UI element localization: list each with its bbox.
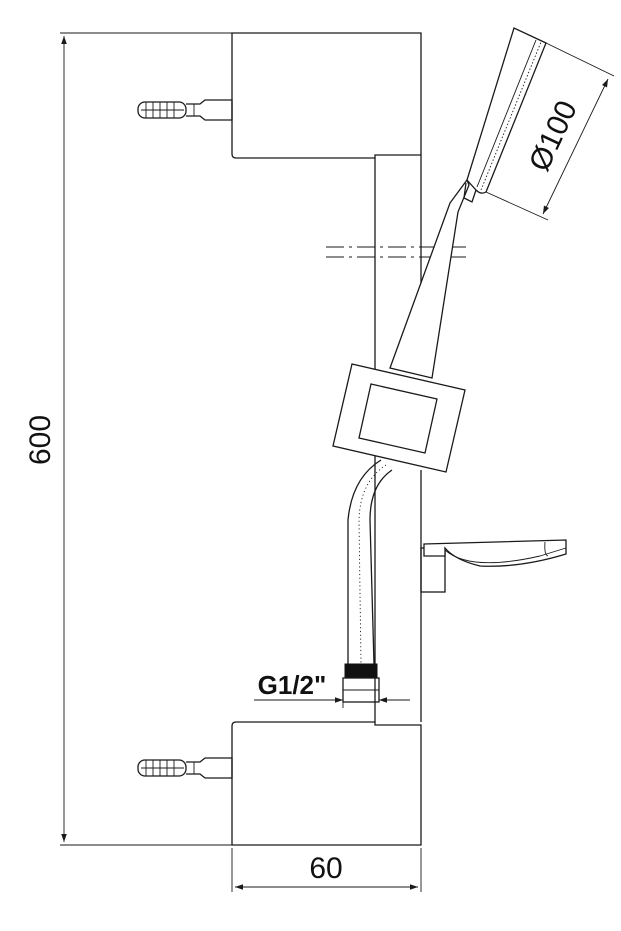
width-dimension: 60 bbox=[231, 848, 422, 892]
soap-dish bbox=[420, 539, 567, 593]
hose-right-edge bbox=[369, 469, 393, 665]
diameter-extension-line-bottom bbox=[485, 191, 549, 221]
soap-dish-lip bbox=[544, 541, 549, 557]
connector-nut bbox=[344, 663, 378, 679]
head-diameter-label: Ø100 bbox=[523, 96, 584, 176]
height-dimension: 600 bbox=[24, 32, 232, 846]
soap-dish-curve bbox=[444, 547, 567, 564]
bottom-bracket-body bbox=[231, 721, 422, 846]
top-bracket-body bbox=[231, 32, 422, 159]
height-dimension-label: 600 bbox=[24, 415, 57, 465]
thread-dimension: G1/2" bbox=[254, 670, 410, 708]
hand-shower-handle bbox=[389, 178, 470, 379]
bottom-wall-anchor-icon bbox=[137, 757, 233, 779]
hose-left-edge bbox=[347, 459, 382, 664]
diameter-extension-line-top bbox=[545, 42, 615, 77]
slider-holder bbox=[332, 363, 466, 473]
thread-label: G1/2" bbox=[258, 670, 327, 700]
slider-holder-inner bbox=[358, 383, 438, 454]
soap-dish-tray bbox=[423, 539, 567, 567]
top-wall-bracket bbox=[137, 32, 422, 159]
shower-head-face-line bbox=[476, 39, 537, 188]
shower-head-nozzles bbox=[480, 41, 542, 191]
shower-head-tip bbox=[463, 182, 477, 203]
hose-connector bbox=[342, 663, 380, 703]
hand-shower bbox=[389, 27, 547, 379]
bottom-wall-bracket bbox=[137, 721, 422, 846]
width-dimension-label: 60 bbox=[309, 852, 342, 885]
diameter-dimension-line bbox=[542, 78, 609, 215]
shower-hose bbox=[347, 459, 393, 665]
top-wall-anchor-icon bbox=[137, 99, 233, 121]
hose-spiral-pattern bbox=[358, 464, 387, 665]
slider-holder-outer bbox=[332, 363, 466, 473]
